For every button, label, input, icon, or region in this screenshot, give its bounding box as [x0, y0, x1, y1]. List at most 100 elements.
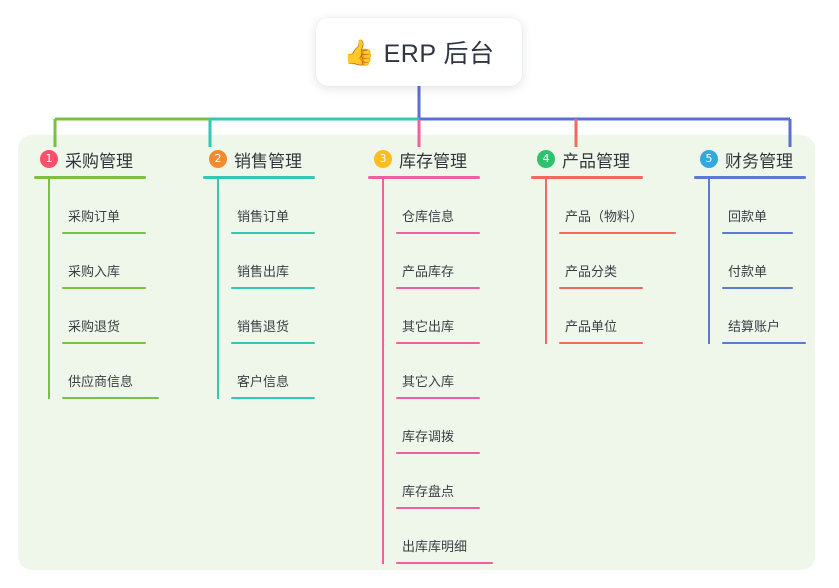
branch-underline	[531, 176, 643, 179]
branch-underline	[694, 176, 806, 179]
branch-children: 销售订单销售出库销售退货客户信息	[203, 179, 315, 399]
branch-number-badge: 1	[40, 150, 58, 168]
branch-child-underline	[62, 342, 146, 344]
branch-child-item[interactable]: 供应商信息	[48, 344, 159, 399]
branch-number-badge: 2	[209, 150, 227, 168]
branch-child-item[interactable]: 产品分类	[545, 234, 643, 289]
branch-spine	[382, 179, 384, 564]
root-node[interactable]: 👍 ERP 后台	[316, 18, 522, 86]
branch-child-item[interactable]: 采购入库	[48, 234, 146, 289]
branch-header[interactable]: 3 库存管理	[368, 146, 480, 172]
branch-column: 3 库存管理仓库信息产品库存其它出库其它入库库存调拨库存盘点出库库明细	[368, 146, 493, 564]
branch-label: 采购管理	[65, 151, 133, 171]
branch-header[interactable]: 4 产品管理	[531, 146, 643, 172]
branch-child-underline	[231, 397, 315, 399]
branch-child-item[interactable]: 销售出库	[217, 234, 315, 289]
branch-child-item[interactable]: 采购订单	[48, 179, 146, 234]
branch-child-label: 客户信息	[237, 374, 290, 389]
branch-child-item[interactable]: 库存盘点	[382, 454, 480, 509]
branch-child-underline	[396, 452, 480, 454]
branch-children: 回款单付款单结算账户	[694, 179, 806, 344]
branch-child-item[interactable]: 客户信息	[217, 344, 315, 399]
branch-child-underline	[231, 342, 315, 344]
branch-child-label: 其它出库	[402, 319, 455, 334]
branch-child-underline	[396, 232, 480, 234]
branch-child-underline	[396, 507, 480, 509]
branch-number-badge: 5	[700, 150, 718, 168]
branch-child-item[interactable]: 销售订单	[217, 179, 315, 234]
branch-underline	[34, 176, 146, 179]
branch-spine	[217, 179, 219, 399]
branch-child-item[interactable]: 付款单	[708, 234, 806, 289]
branch-label: 库存管理	[399, 151, 467, 171]
branch-child-underline	[559, 287, 643, 289]
branch-child-underline	[722, 232, 793, 234]
branch-child-label: 销售订单	[237, 209, 290, 224]
branch-column: 2 销售管理销售订单销售出库销售退货客户信息	[203, 146, 315, 399]
branch-header[interactable]: 2 销售管理	[203, 146, 315, 172]
branch-spine	[545, 179, 547, 344]
diagram-background-panel	[18, 135, 815, 570]
branch-label: 产品管理	[562, 151, 630, 171]
branch-number-badge: 4	[537, 150, 555, 168]
branch-child-underline	[396, 562, 493, 564]
branch-child-underline	[559, 232, 676, 234]
branch-child-item[interactable]: 结算账户	[708, 289, 806, 344]
branch-child-label: 产品（物料）	[565, 209, 644, 224]
branch-child-label: 出库库明细	[402, 539, 468, 554]
branch-child-label: 产品库存	[402, 264, 455, 279]
branch-child-underline	[62, 287, 146, 289]
branch-child-item[interactable]: 其它出库	[382, 289, 480, 344]
branch-child-item[interactable]: 产品（物料）	[545, 179, 676, 234]
branch-header[interactable]: 1 采购管理	[34, 146, 146, 172]
branch-child-underline	[231, 232, 315, 234]
branch-children: 仓库信息产品库存其它出库其它入库库存调拨库存盘点出库库明细	[368, 179, 493, 564]
branch-child-label: 产品单位	[565, 319, 618, 334]
branch-number-badge: 3	[374, 150, 392, 168]
branch-child-label: 采购入库	[68, 264, 121, 279]
branch-child-underline	[396, 397, 480, 399]
branch-child-label: 其它入库	[402, 374, 455, 389]
branch-child-underline	[396, 342, 480, 344]
branch-child-underline	[559, 342, 643, 344]
branch-child-underline	[62, 397, 159, 399]
branch-child-label: 销售退货	[237, 319, 290, 334]
branch-children: 采购订单采购入库采购退货供应商信息	[34, 179, 159, 399]
branch-children: 产品（物料） 产品分类产品单位	[531, 179, 676, 344]
branch-spine	[48, 179, 50, 399]
branch-child-label: 销售出库	[237, 264, 290, 279]
branch-child-item[interactable]: 采购退货	[48, 289, 146, 344]
branch-child-label: 结算账户	[728, 319, 781, 334]
branch-child-underline	[396, 287, 480, 289]
branch-spine	[708, 179, 710, 344]
branch-child-label: 回款单	[728, 209, 768, 224]
branch-child-underline	[722, 342, 806, 344]
branch-child-item[interactable]: 库存调拨	[382, 399, 480, 454]
branch-child-item[interactable]: 回款单	[708, 179, 806, 234]
branch-child-item[interactable]: 出库库明细	[382, 509, 493, 564]
branch-child-item[interactable]: 仓库信息	[382, 179, 480, 234]
branch-child-item[interactable]: 产品库存	[382, 234, 480, 289]
branch-child-label: 采购订单	[68, 209, 121, 224]
branch-column: 4 产品管理产品（物料） 产品分类产品单位	[531, 146, 676, 344]
branch-child-item[interactable]: 销售退货	[217, 289, 315, 344]
thumbs-up-icon: 👍	[343, 37, 375, 67]
root-title: ERP 后台	[383, 40, 495, 68]
branch-child-label: 仓库信息	[402, 209, 455, 224]
branch-child-underline	[62, 232, 146, 234]
branch-child-underline	[722, 287, 793, 289]
branch-child-underline	[231, 287, 315, 289]
branch-underline	[203, 176, 315, 179]
branch-child-item[interactable]: 其它入库	[382, 344, 480, 399]
branch-underline	[368, 176, 480, 179]
branch-label: 销售管理	[234, 151, 302, 171]
branch-child-label: 库存调拨	[402, 429, 455, 444]
branch-child-label: 付款单	[728, 264, 768, 279]
branch-child-label: 产品分类	[565, 264, 618, 279]
branch-child-item[interactable]: 产品单位	[545, 289, 643, 344]
branch-child-label: 供应商信息	[68, 374, 134, 389]
branch-column: 1 采购管理采购订单采购入库采购退货供应商信息	[34, 146, 159, 399]
